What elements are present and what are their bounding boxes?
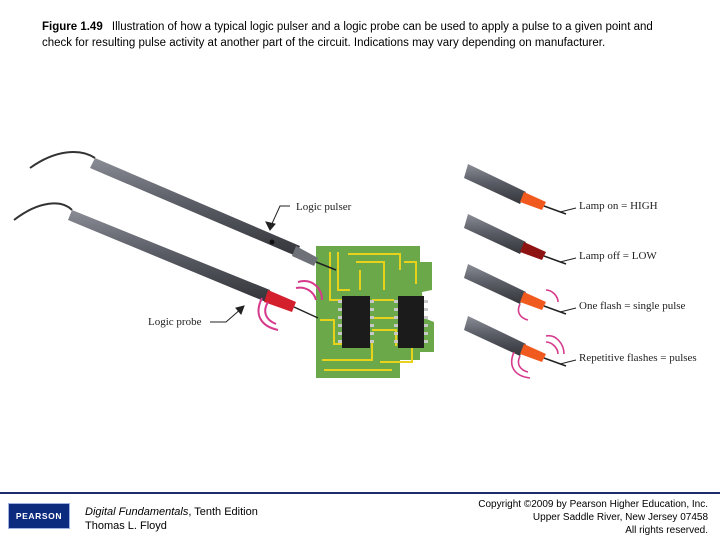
ic-chip-right [394, 296, 428, 348]
circuit-board [316, 246, 434, 378]
probe-tip [520, 292, 546, 310]
copyright-line: Upper Saddle River, New Jersey 07458 [532, 512, 708, 523]
book-title: Digital Fundamentals [85, 506, 189, 518]
book-edition: , Tenth Edition [188, 506, 258, 518]
logic-pulser-icon [29, 151, 337, 271]
probe-state-2: Lamp off = LOW [464, 214, 657, 265]
probe-leader-line [210, 307, 243, 323]
probe-state-4: Repetitive flashes = pulses [464, 316, 697, 379]
pulser-leader-arrow [265, 221, 276, 231]
logic-probe-label: Logic probe [148, 316, 202, 328]
caption-text: Illustration of how a typical logic puls… [42, 21, 653, 49]
copyright-line: All rights reserved. [625, 525, 708, 536]
logic-probe-icon [13, 202, 323, 331]
ic-chip-left [338, 296, 374, 348]
lamp-on-label: Lamp on = HIGH [579, 200, 658, 212]
probe-state-1: Lamp on = HIGH [464, 164, 658, 215]
probe-tip [520, 242, 546, 260]
figure-caption: Figure 1.49 Illustration of how a typica… [42, 20, 682, 51]
logic-pulser-label: Logic pulser [296, 201, 352, 213]
copyright-notice: Copyright ©2009 by Pearson Higher Educat… [408, 498, 708, 537]
probe-tip [520, 344, 546, 362]
one-flash-label: One flash = single pulse [579, 300, 686, 312]
publisher-logo: PEARSON [8, 503, 70, 529]
probe-leader-arrow [235, 305, 245, 315]
copyright-line: Copyright ©2009 by Pearson Higher Educat… [478, 499, 708, 510]
book-author: Thomas L. Floyd [85, 520, 167, 532]
probe-state-3: One flash = single pulse [464, 264, 686, 321]
figure-number: Figure 1.49 [42, 21, 103, 33]
footer-divider [0, 492, 720, 494]
probe-tip [520, 192, 546, 210]
book-info: Digital Fundamentals, Tenth Edition Thom… [85, 505, 258, 533]
lamp-off-label: Lamp off = LOW [579, 250, 657, 262]
repetitive-flashes-label: Repetitive flashes = pulses [579, 352, 697, 364]
pulser-leader-line [269, 205, 290, 229]
